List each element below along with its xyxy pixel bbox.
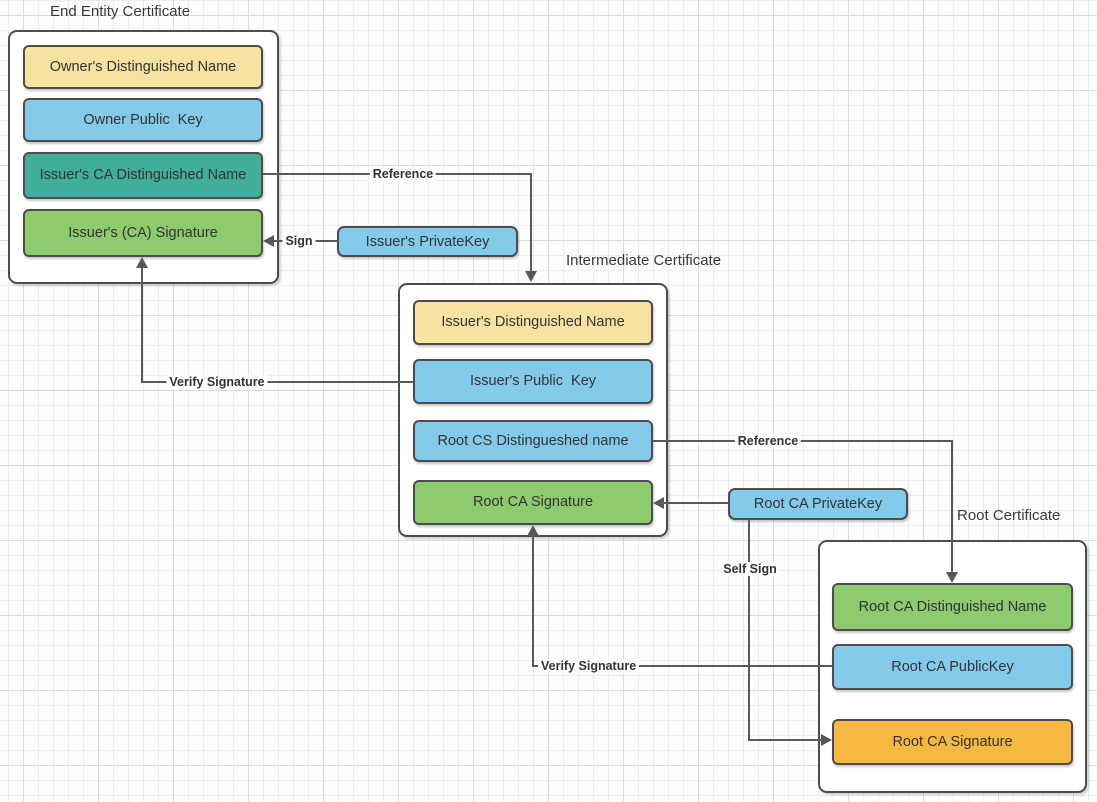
connector-label-sign: Sign: [282, 234, 316, 248]
field-label: Issuer's Public Key: [469, 373, 597, 390]
field-issuers-ca-signature: Issuer's (CA) Signature: [23, 209, 263, 257]
field-label: Issuer's CA Distinguished Name: [39, 167, 247, 184]
connector-line-reference-2: [951, 440, 953, 573]
connector-line-verify-signature-2: [532, 535, 534, 667]
arrowhead-down-icon: [525, 271, 537, 282]
connector-line-root-pk-sign: [662, 502, 728, 504]
field-root-ca-signature-intermediate: Root CA Signature: [413, 480, 653, 525]
intermediate-certificate-title: Intermediate Certificate: [566, 252, 722, 269]
connector-label-verify-signature-1: Verify Signature: [166, 375, 268, 389]
arrowhead-up-icon: [527, 525, 539, 536]
field-owner-public-key: Owner Public Key: [23, 98, 263, 142]
connector-line-verify-signature-1: [141, 381, 413, 383]
connector-line-self-sign: [748, 520, 750, 741]
field-label: Root CS Distingueshed name: [437, 432, 629, 449]
field-label: Root CA PublicKey: [891, 658, 1014, 675]
connector-label-self-sign: Self Sign: [720, 562, 780, 576]
arrowhead-right-icon: [821, 734, 832, 746]
connector-line-verify-signature-1: [141, 267, 143, 383]
arrowhead-left-icon: [653, 497, 664, 509]
connector-line-reference-1: [530, 173, 532, 272]
field-root-cs-distingueshed-name: Root CS Distingueshed name: [413, 420, 653, 462]
connector-line-verify-signature-2: [532, 665, 832, 667]
connector-label-reference-2: Reference: [734, 434, 802, 448]
key-label: Issuer's PrivateKey: [365, 233, 490, 250]
field-issuers-ca-distinguished-name: Issuer's CA Distinguished Name: [23, 152, 263, 199]
field-issuers-distinguished-name: Issuer's Distinguished Name: [413, 300, 653, 345]
root-certificate-title: Root Certificate: [957, 507, 1061, 524]
field-label: Root CA Signature: [472, 494, 594, 511]
field-label: Root CA Distinguished Name: [858, 598, 1047, 615]
root-ca-privatekey-box: Root CA PrivateKey: [728, 488, 908, 520]
field-root-ca-distinguished-name: Root CA Distinguished Name: [832, 583, 1073, 631]
connector-label-verify-signature-2: Verify Signature: [538, 659, 640, 673]
field-owners-distinguished-name: Owner's Distinguished Name: [23, 45, 263, 89]
arrowhead-down-icon: [946, 572, 958, 583]
field-root-ca-signature-root: Root CA Signature: [832, 719, 1073, 765]
connector-line-self-sign: [748, 739, 823, 741]
arrowhead-up-icon: [136, 257, 148, 268]
field-root-ca-publickey: Root CA PublicKey: [832, 644, 1073, 690]
field-issuers-public-key: Issuer's Public Key: [413, 359, 653, 404]
key-label: Root CA PrivateKey: [753, 496, 883, 512]
connector-line-reference-2: [653, 440, 952, 442]
field-label: Owner Public Key: [83, 111, 203, 128]
connector-label-reference-1: Reference: [369, 167, 437, 181]
field-label: Issuer's Distinguished Name: [441, 314, 625, 331]
issuers-privatekey-box: Issuer's PrivateKey: [337, 226, 518, 257]
field-label: Root CA Signature: [892, 733, 1013, 750]
field-label: Issuer's (CA) Signature: [68, 224, 218, 241]
arrowhead-left-icon: [263, 235, 274, 247]
end-entity-certificate-title: End Entity Certificate: [50, 3, 191, 20]
field-label: Owner's Distinguished Name: [49, 58, 237, 75]
